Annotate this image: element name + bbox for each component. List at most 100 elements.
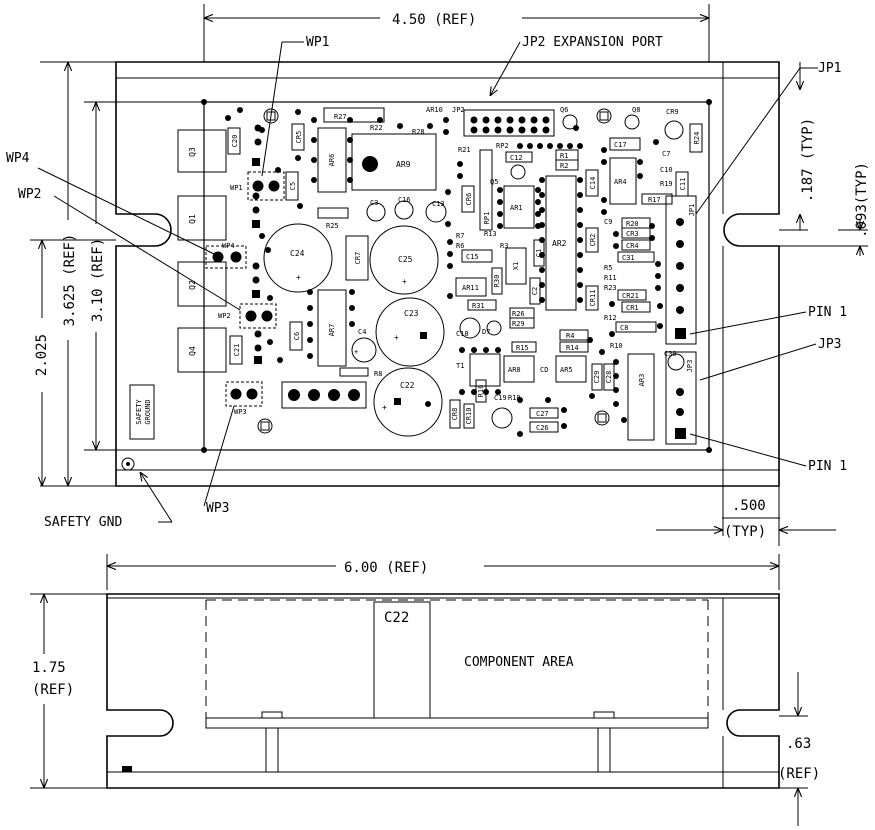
svg-text:C25: C25 <box>398 255 413 264</box>
dim-063: .63 <box>786 736 811 752</box>
svg-text:CR21: CR21 <box>622 292 639 300</box>
connector-jp1: JP1 <box>665 195 697 345</box>
svg-text:R3: R3 <box>500 242 508 250</box>
svg-text:JP1: JP1 <box>688 204 696 217</box>
svg-text:R30: R30 <box>493 275 501 288</box>
svg-text:C21: C21 <box>233 344 241 357</box>
svg-text:R18: R18 <box>508 394 521 402</box>
svg-text:C10: C10 <box>660 166 673 174</box>
svg-text:Q2: Q2 <box>188 280 197 290</box>
rp2-pins <box>517 143 583 149</box>
svg-text:R2: R2 <box>560 162 568 170</box>
mounting-hole <box>257 108 612 434</box>
svg-text:RP1: RP1 <box>483 212 491 225</box>
svg-text:R31: R31 <box>472 302 485 310</box>
svg-text:R15: R15 <box>516 344 529 352</box>
svg-text:R8: R8 <box>374 370 382 378</box>
ic-ar2 <box>545 175 577 311</box>
dim-3-10: 3.10 (REF) <box>90 238 106 322</box>
svg-text:C23: C23 <box>404 309 419 318</box>
svg-text:C22: C22 <box>400 381 415 390</box>
svg-text:R28: R28 <box>412 128 425 136</box>
svg-text:D7: D7 <box>482 328 490 336</box>
dim-3-625: 3.625 (REF) <box>62 234 78 327</box>
svg-text:C31: C31 <box>622 254 635 262</box>
svg-text:R25: R25 <box>326 222 339 230</box>
svg-text:R26: R26 <box>512 310 525 318</box>
transistor-q3: Q3 C20 <box>177 124 262 173</box>
component-area-label: COMPONENT AREA <box>464 655 574 670</box>
svg-text:CR1: CR1 <box>626 304 639 312</box>
capacitor-c24 <box>263 223 333 293</box>
svg-text:C5: C5 <box>289 182 297 190</box>
svg-text:AR2: AR2 <box>552 239 567 248</box>
pcb-outline <box>203 101 710 451</box>
safety-gnd-label: SAFETY GND <box>44 515 122 530</box>
transistor-q4: Q4 C21 <box>177 327 262 373</box>
capacitor-c23 <box>375 297 445 367</box>
svg-text:CR9: CR9 <box>666 108 679 116</box>
svg-text:C24: C24 <box>290 249 305 258</box>
transistor-q1: Q1 <box>177 192 260 241</box>
svg-text:CR6: CR6 <box>465 193 473 206</box>
svg-text:R16: R16 <box>477 385 485 398</box>
dim-1-75: 1.75 <box>32 660 66 676</box>
svg-text:C28: C28 <box>605 371 613 384</box>
transistor-q2: Q2 <box>177 261 260 307</box>
svg-text:WP2: WP2 <box>218 312 231 320</box>
svg-text:C22: C22 <box>384 610 409 626</box>
svg-text:R14: R14 <box>566 344 579 352</box>
svg-text:R5: R5 <box>604 264 612 272</box>
svg-text:Q1: Q1 <box>188 214 197 224</box>
svg-text:+: + <box>394 333 399 342</box>
svg-text:C30: C30 <box>664 350 677 358</box>
svg-text:AR9: AR9 <box>396 160 411 169</box>
svg-text:R17: R17 <box>648 196 661 204</box>
svg-text:+: + <box>402 277 407 286</box>
safety-ground-label: SAFETY <box>135 399 143 425</box>
svg-text:+: + <box>354 348 358 356</box>
svg-text:C15: C15 <box>466 253 479 261</box>
pin1-callout-jp3: PIN 1 <box>808 459 847 474</box>
svg-text:C7: C7 <box>662 150 670 158</box>
svg-text:C12: C12 <box>510 154 523 162</box>
jp1-callout: JP1 <box>818 61 841 76</box>
svg-text:Q8: Q8 <box>632 106 640 114</box>
svg-text:Q5: Q5 <box>490 178 498 186</box>
svg-text:+: + <box>382 403 387 412</box>
svg-text:AR11: AR11 <box>462 284 479 292</box>
capacitor-c22 <box>373 367 443 437</box>
svg-text:C8: C8 <box>620 324 628 332</box>
svg-text:CR11: CR11 <box>589 290 597 307</box>
svg-text:AR5: AR5 <box>560 366 573 374</box>
svg-text:R29: R29 <box>512 320 525 328</box>
dim-4-50: 4.50 (REF) <box>392 12 476 28</box>
svg-text:AR10: AR10 <box>426 106 443 114</box>
svg-text:R11: R11 <box>604 274 617 282</box>
dim-2-025: 2.025 <box>34 334 50 376</box>
safety-gnd-screw <box>121 457 135 471</box>
wp1-callout: WP1 <box>306 35 329 50</box>
svg-text:R4: R4 <box>566 332 574 340</box>
svg-text:AR6: AR6 <box>328 154 336 167</box>
wp4-callout: WP4 <box>6 151 30 166</box>
svg-text:X1: X1 <box>512 262 520 270</box>
dim-1-75-ref: (REF) <box>32 682 74 698</box>
svg-text:CR7: CR7 <box>354 252 362 265</box>
svg-text:C17: C17 <box>614 141 627 149</box>
svg-text:CR10: CR10 <box>465 408 473 425</box>
svg-text:C26: C26 <box>536 424 549 432</box>
svg-text:C29: C29 <box>593 371 601 384</box>
svg-text:C14: C14 <box>589 177 597 190</box>
wp4-pad: WP4 <box>205 242 247 269</box>
jp3-callout: JP3 <box>818 337 841 352</box>
dim-500: .500 <box>732 498 766 514</box>
svg-text:R20: R20 <box>626 220 639 228</box>
jp2-header-pins <box>470 116 550 134</box>
heatsink-side-outline <box>106 593 780 789</box>
svg-text:AR1: AR1 <box>510 204 523 212</box>
svg-text:R6: R6 <box>456 242 464 250</box>
wp2-pad: WP2 <box>218 303 277 329</box>
svg-text:C13: C13 <box>432 200 445 208</box>
svg-text:C2: C2 <box>531 287 539 295</box>
